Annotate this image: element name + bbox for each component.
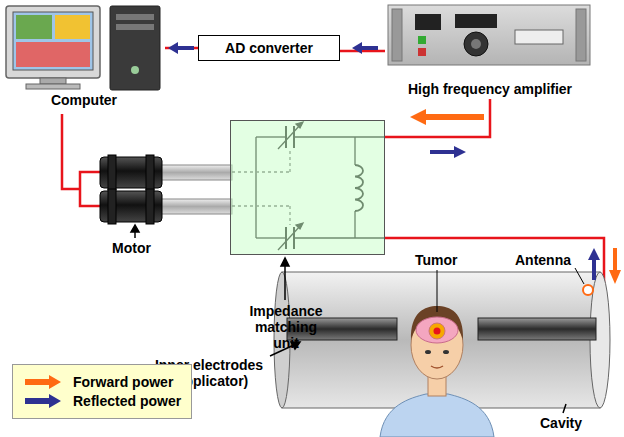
process-box: AD converter <box>198 35 340 61</box>
patient-part <box>380 394 494 437</box>
amplifier-panel-part <box>576 9 586 61</box>
computer-icon-part <box>110 6 160 90</box>
cavity-part <box>583 285 593 295</box>
reflected-arrow <box>168 42 600 280</box>
computer-icon-part <box>6 6 100 78</box>
leader-line-part <box>575 268 584 284</box>
cavity-part <box>478 318 596 340</box>
motor-part <box>160 199 232 214</box>
amplifier-panel-part <box>515 30 563 44</box>
amplifier-panel-part <box>388 5 590 65</box>
part-label: Antenna <box>515 252 571 268</box>
legend-row: Reflected power <box>23 393 181 409</box>
computer-icon-part <box>40 78 66 84</box>
patient-part <box>431 366 443 368</box>
amplifier-panel-part <box>418 36 426 44</box>
patient-part <box>416 317 458 343</box>
amplifier-panel-part <box>392 9 402 61</box>
computer-icon-part <box>16 42 90 67</box>
reflected-arrow-part <box>588 248 600 280</box>
reflected-arrow-part <box>168 42 194 54</box>
reflected-arrow-part <box>352 42 378 54</box>
matching-unit-box: Impedance matching unit <box>230 120 385 255</box>
computer-icon-part <box>13 12 93 70</box>
computer-icon-part <box>116 24 154 30</box>
motor-part <box>160 165 232 180</box>
computer-node: Computer <box>3 3 165 110</box>
node-label: Impedance matching unit <box>241 303 331 351</box>
forward-arrow <box>410 109 621 284</box>
motor-part <box>108 155 116 190</box>
patient <box>380 306 494 437</box>
motor <box>100 155 232 224</box>
motor-part <box>146 189 154 224</box>
motor-part <box>108 189 116 224</box>
legend-box: Forward powerReflected power <box>12 364 192 419</box>
amplifier-panel-part <box>471 39 481 49</box>
cable-part <box>80 172 100 206</box>
amplifier-panel-part <box>455 14 497 28</box>
cable-part <box>62 114 80 189</box>
part-label: Cavity <box>540 415 582 431</box>
leader-line-part <box>281 258 289 266</box>
computer-icon <box>6 6 160 90</box>
computer-icon-part <box>116 14 154 20</box>
computer-icon-part <box>55 15 90 39</box>
legend-swatch <box>23 375 63 389</box>
amplifier-panel-part <box>418 48 426 56</box>
amplifier-node: High frequency amplifier <box>385 3 595 99</box>
patient-part <box>434 328 441 335</box>
legend-label: Forward power <box>73 374 173 390</box>
cable-connector <box>340 50 385 53</box>
computer-icon-part <box>26 84 80 89</box>
computer-icon-part <box>131 66 139 74</box>
forward-arrow-part <box>609 248 621 284</box>
leader-line-part <box>563 404 566 413</box>
part-label: Tumor <box>415 252 458 268</box>
node-label: AD converter <box>219 40 319 56</box>
leader-line-part <box>284 264 286 300</box>
computer-icon-part <box>16 15 52 39</box>
reflected-arrow-part <box>430 146 466 158</box>
forward-arrow-part <box>410 109 484 125</box>
legend-label: Reflected power <box>73 393 181 409</box>
cable-connector <box>385 99 490 137</box>
node-label: Computer <box>3 92 165 108</box>
part-label: Motor <box>112 240 151 256</box>
amplifier-panel-part <box>415 14 441 30</box>
cavity <box>274 272 610 408</box>
patient-part <box>443 350 449 354</box>
legend-swatch <box>23 394 63 408</box>
legend-row: Forward power <box>23 374 181 390</box>
amplifier-panel-part <box>464 32 488 56</box>
patient-part <box>425 350 431 354</box>
leader-line-part <box>131 225 139 232</box>
motor-part <box>146 155 154 190</box>
node-label: High frequency amplifier <box>385 81 595 97</box>
patient-part <box>429 323 445 339</box>
cavity-part <box>282 272 600 408</box>
cable <box>62 114 604 290</box>
leader-line-part <box>437 270 438 312</box>
amplifier-panel <box>388 5 590 65</box>
